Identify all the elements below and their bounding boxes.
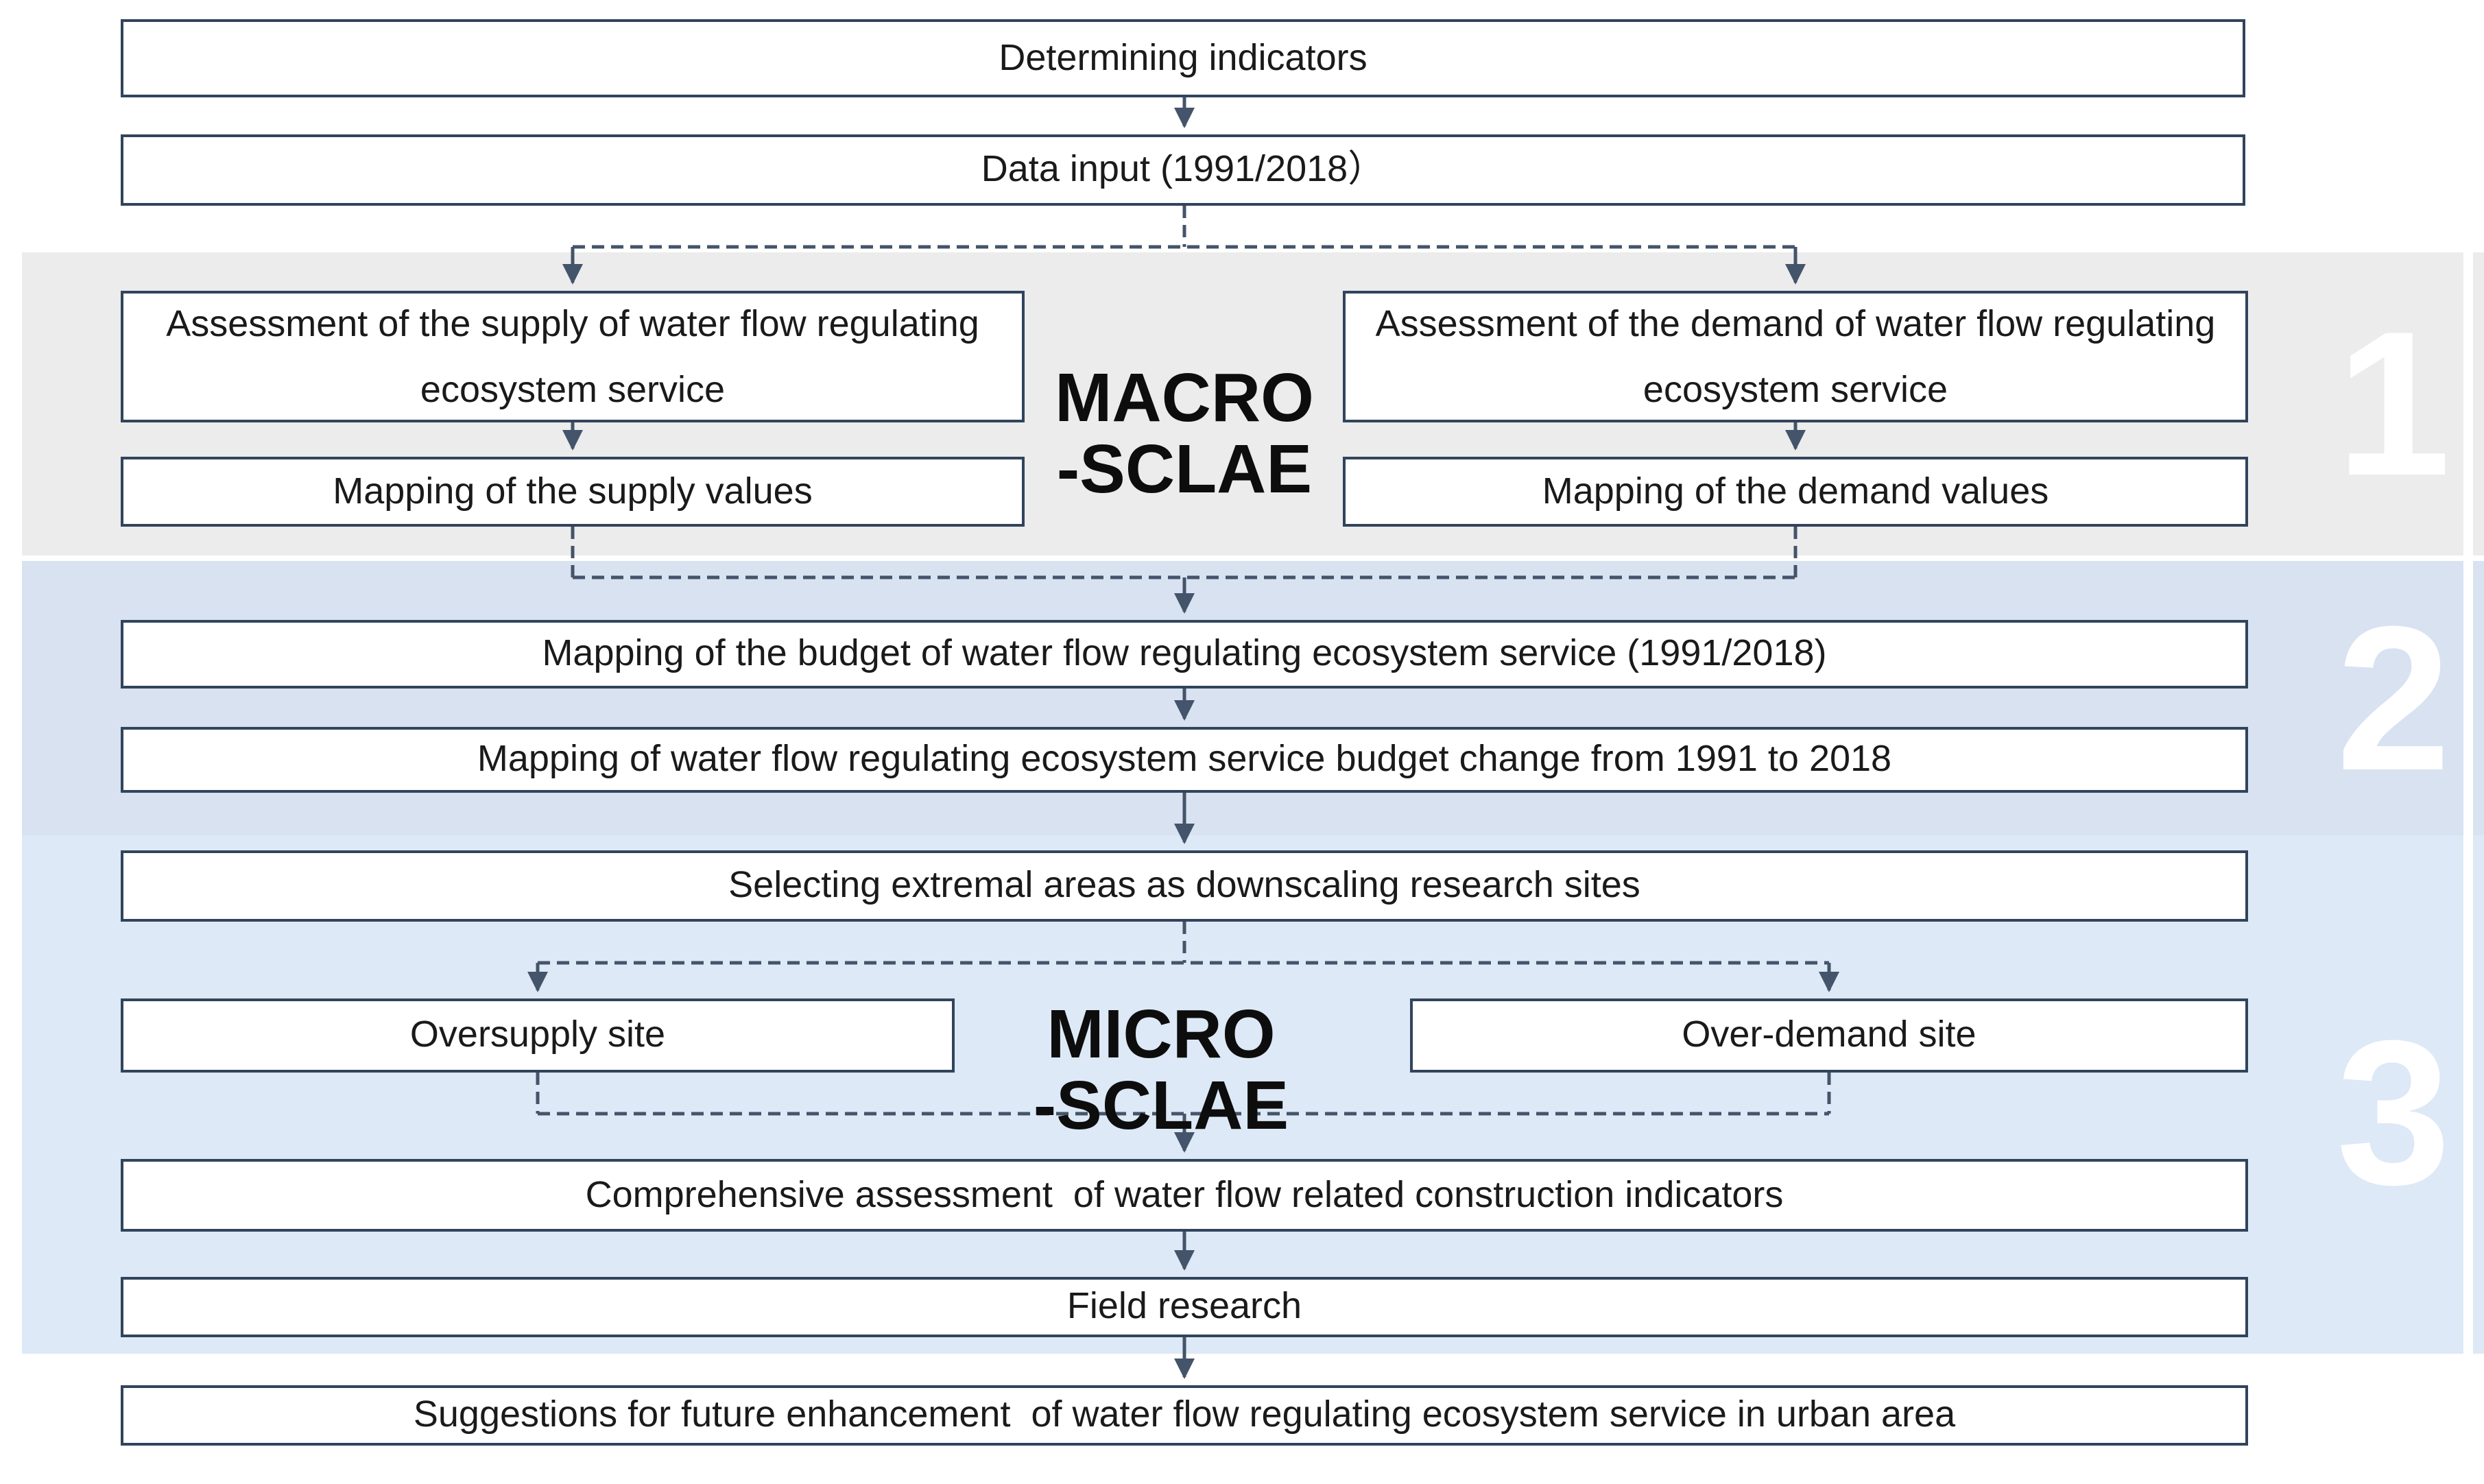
micro-scale-label: MICRO -SCLAE [994,998,1328,1141]
overdemand-site-box: Over-demand site [1410,998,2248,1073]
budget-change-mapping-box: Mapping of water flow regulating ecosyst… [121,727,2248,793]
budget-mapping-box: Mapping of the budget of water flow regu… [121,620,2248,689]
data-input-box: Data input (1991/2018） [121,134,2245,206]
stage-2-band [22,561,2484,835]
macro-scale-line2: -SCLAE [1056,431,1313,507]
demand-assessment-box: Assessment of the demand of water flow r… [1343,291,2248,422]
determining-indicators-box: Determining indicators [121,19,2245,97]
stage-number-1: 1 [2336,288,2451,518]
supply-assessment-box: Assessment of the supply of water flow r… [121,291,1025,422]
supply-mapping-box: Mapping of the supply values [121,457,1025,527]
micro-scale-line2: -SCLAE [1033,1067,1289,1144]
comprehensive-assessment-box: Comprehensive assessment of water flow r… [121,1159,2248,1232]
micro-scale-line1: MICRO [1047,996,1276,1073]
field-research-box: Field research [121,1277,2248,1337]
demand-mapping-box: Mapping of the demand values [1343,457,2248,527]
site-selection-box: Selecting extremal areas as downscaling … [121,850,2248,922]
stage-3-band [22,835,2484,1354]
stage-number-3: 3 [2336,997,2451,1228]
macro-scale-line1: MACRO [1055,359,1314,436]
stage-number-2: 2 [2336,583,2451,813]
suggestions-box: Suggestions for future enhancement of wa… [121,1385,2248,1446]
right-edge-strip [2463,252,2473,1354]
macro-scale-label: MACRO -SCLAE [1018,362,1351,505]
oversupply-site-box: Oversupply site [121,998,955,1073]
